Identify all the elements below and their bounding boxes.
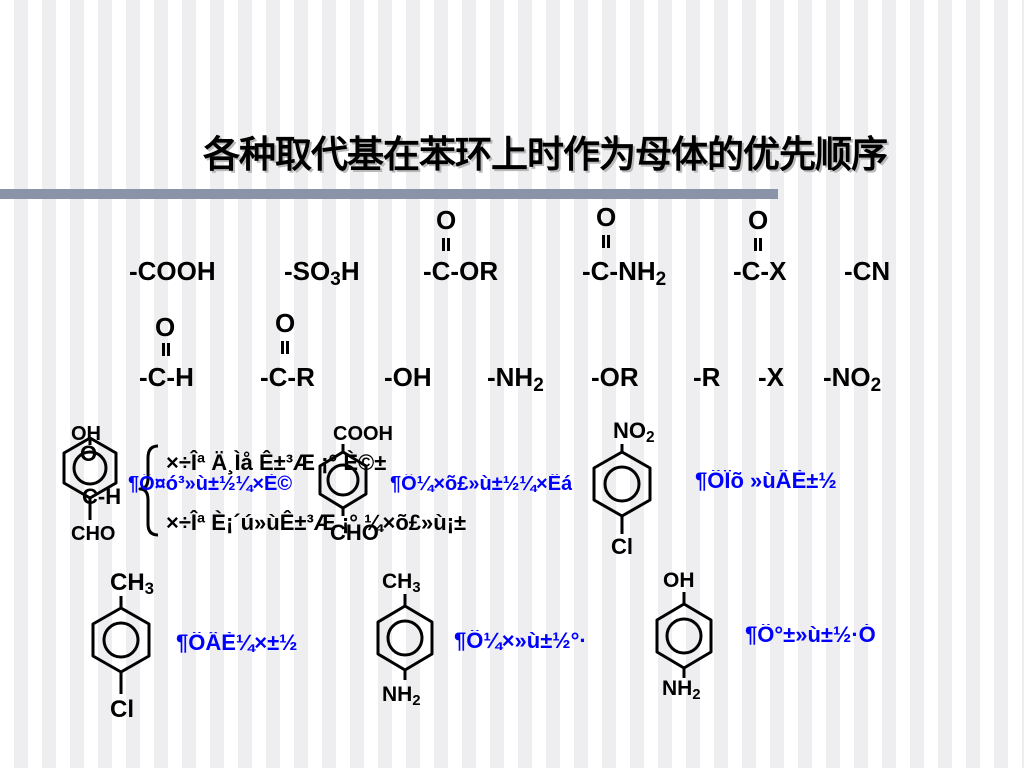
group-oh: -OH — [384, 362, 432, 392]
amide-prefix: -C-NH — [582, 256, 656, 286]
amide-subscript: 2 — [655, 269, 667, 290]
benzene-ring-4-inner-circle — [102, 621, 140, 659]
ex6-bottom-label: NH2 — [662, 678, 701, 703]
ketone-oxygen: O — [275, 308, 296, 338]
ex6-top-label: OH — [663, 569, 695, 592]
acyl-halide-oxygen: O — [748, 205, 769, 235]
group-r: -R — [693, 362, 721, 392]
ex1-bottom-label: CHO — [71, 523, 116, 545]
ex5-top-label: CH3 — [382, 571, 421, 596]
slide-title: 各种取代基在苯环上时作为母体的优先顺序 — [203, 133, 888, 176]
ex6-caption: ¶Ô°±»ù±½·Ó — [745, 624, 876, 646]
ex2-top-label: COOH — [333, 423, 393, 445]
brace-line-top: ×÷Îª Ä¸Ìå Ê±³Æ ¡° È©± — [166, 450, 387, 475]
brace-line-bottom: ×÷Îª È¡´ú»ùÊ±³Æ ¡° ¼×õ£»ù¡± — [166, 510, 467, 535]
ex5-bottom-prefix: NH — [382, 683, 413, 706]
benzene-ring-1-inner-circle — [72, 450, 108, 486]
ex3-bottom-label: Cl — [611, 534, 633, 559]
benzene-ring-6-inner-circle — [665, 617, 703, 655]
group-ester: -C-OR — [423, 256, 499, 286]
benzene-ring-3-inner-circle — [603, 465, 641, 503]
aldehyde-double-bond — [162, 343, 170, 356]
ex2-bottom-label: CHO — [330, 520, 379, 545]
ex1-top-label: OH — [71, 423, 101, 445]
nh2-prefix: -NH — [487, 362, 534, 392]
group-nh2: -NH2 — [487, 364, 544, 395]
benzene-ring-2-inner-circle — [326, 463, 360, 497]
ex1-middle-label: C-H — [82, 484, 122, 509]
ketone-double-bond — [281, 341, 289, 354]
group-x: -X — [758, 362, 784, 392]
no2-subscript: 2 — [870, 375, 882, 396]
group-so3h: -SO3H — [284, 258, 360, 289]
group-cooh: -COOH — [129, 256, 216, 286]
ex5-bottom-label: NH2 — [382, 684, 421, 709]
nh2-subscript: 2 — [533, 375, 544, 396]
so3h-subscript: 3 — [330, 269, 341, 290]
ex4-top-prefix: CH — [110, 569, 145, 596]
aldehyde-oxygen: O — [155, 312, 176, 342]
ex1-caption: ¶Ô¤ó³»ù±½¼×È© — [128, 474, 293, 494]
so3h-suffix: H — [340, 256, 360, 286]
group-aldehyde: -C-H — [139, 362, 194, 392]
group-cn: -CN — [844, 256, 891, 286]
ex5-bottom-subscript: 2 — [412, 693, 421, 709]
curly-brace — [138, 444, 159, 537]
ex3-caption: ¶ÔÏõ »ùÂÈ±½ — [695, 470, 837, 492]
amide-oxygen: O — [596, 202, 617, 232]
group-ketone: -C-R — [260, 362, 315, 392]
group-or: -OR — [591, 362, 639, 392]
amide-double-bond — [602, 235, 610, 248]
benzene-ring-4 — [91, 606, 151, 674]
ex6-bottom-prefix: NH — [662, 677, 693, 700]
benzene-ring-5 — [376, 604, 434, 672]
ex6-bottom-subscript: 2 — [692, 687, 701, 703]
ex5-caption: ¶Ô¼×»ù±½°· — [454, 630, 587, 652]
no2-prefix: -NO — [823, 362, 871, 392]
ex5-top-subscript: 3 — [412, 580, 421, 596]
ex3-top-label: NO2 — [613, 418, 655, 446]
group-amide: -C-NH2 — [582, 258, 666, 289]
group-no2: -NO2 — [823, 364, 881, 395]
ex4-bottom-label: Cl — [110, 696, 134, 723]
benzene-ring-6 — [655, 602, 713, 670]
benzene-ring-3 — [592, 450, 652, 518]
ex4-top-label: CH3 — [110, 571, 154, 598]
so3h-prefix: -SO — [284, 256, 331, 286]
ex4-top-subscript: 3 — [144, 579, 155, 598]
benzene-ring-5-inner-circle — [386, 619, 424, 657]
ex4-caption: ¶ÔÂÈ¼×±½ — [176, 632, 298, 654]
ex3-top-subscript: 2 — [646, 429, 655, 446]
acyl-halide-double-bond — [754, 238, 762, 251]
ex1-oxygen: O — [80, 441, 98, 466]
ester-double-bond — [442, 238, 450, 251]
group-acyl-halide: -C-X — [733, 256, 787, 286]
ester-oxygen: O — [436, 205, 457, 235]
ex5-top-prefix: CH — [382, 570, 413, 593]
ex2-caption: ¶Ô¼×õ£»ù±½¼×Ëá — [390, 474, 572, 494]
ex3-top-prefix: NO — [613, 418, 646, 443]
title-underline-bar — [0, 189, 778, 199]
